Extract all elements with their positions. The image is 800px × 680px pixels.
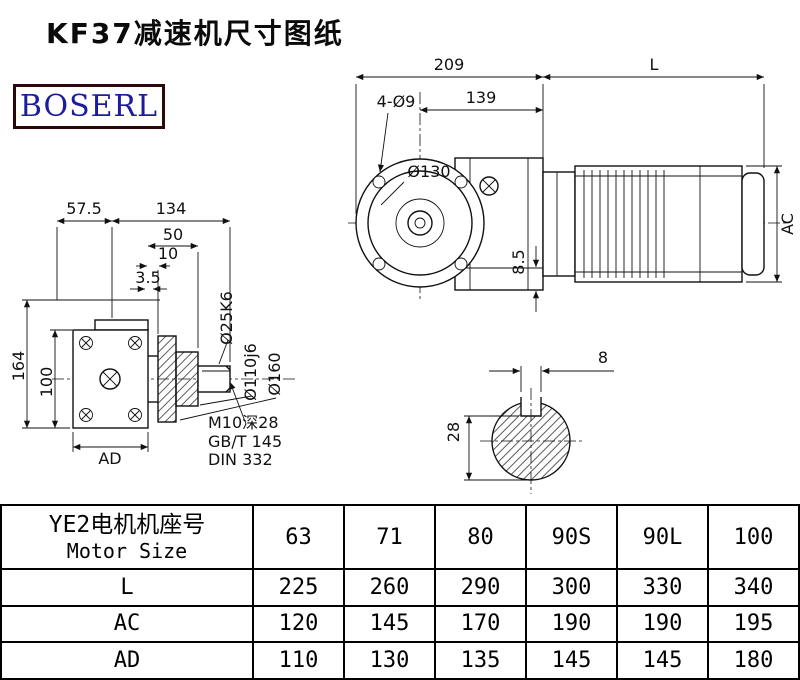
motor-size-column: 63	[252, 504, 345, 570]
bolt-hole	[454, 257, 468, 271]
dim-AC-label: AC	[778, 213, 797, 235]
row-label: AC	[0, 604, 254, 644]
dim-cell: 120	[252, 604, 345, 644]
dim-cell: 110	[252, 641, 345, 680]
side-view: 57.5 134 50 10 3.5 164 100	[9, 199, 298, 469]
dim-cell: 190	[616, 604, 709, 644]
key-section-dimensions: 8 28	[444, 348, 614, 481]
dim-cell: 340	[707, 568, 800, 607]
dim-cell: 330	[616, 568, 709, 607]
dim-cell: 135	[434, 641, 527, 680]
dim-8p5-label: 8.5	[509, 249, 528, 274]
bolt-hole	[372, 175, 386, 189]
motor-body	[542, 165, 765, 283]
brand-text: BOSERL	[19, 89, 159, 124]
row-label: AD	[0, 641, 254, 680]
flange-boss	[175, 351, 199, 407]
shaft-key-section: 8 28	[444, 348, 614, 494]
dim-139-label: 139	[466, 88, 497, 107]
dim-cell: 180	[707, 641, 800, 680]
dim-AD-label: AD	[98, 449, 121, 468]
dim-cell: 190	[525, 604, 618, 644]
dim-cell: 290	[434, 568, 527, 607]
corner-bolt	[79, 408, 93, 422]
corner-bolt	[79, 336, 93, 350]
table-row-L: L 225 260 290 300 330 340	[0, 568, 800, 607]
dim-cell: 145	[616, 641, 709, 680]
housing-top-step	[94, 319, 149, 331]
corner-bolt	[128, 408, 142, 422]
dia-110-label: Ø110j6	[241, 343, 260, 401]
tap-note-label: M10深28	[208, 413, 279, 432]
output-flange-disc	[157, 335, 177, 423]
dim-cell: 145	[525, 641, 618, 680]
front-view: 209 L 139 4-Ø9 Ø130 AC 8.5	[348, 55, 797, 312]
key-width-label: 8	[598, 348, 608, 367]
dia-25-label: Ø25K6	[217, 291, 236, 345]
table-header-row: YE2电机机座号 Motor Size 63 71 80 90S 90L 100	[0, 504, 800, 570]
motor-dimension-table: YE2电机机座号 Motor Size 63 71 80 90S 90L 100…	[0, 504, 800, 680]
dim-134-label: 134	[156, 199, 187, 218]
corner-bolt	[128, 336, 142, 350]
side-view-dimensions: 57.5 134 50 10 3.5 164 100	[9, 199, 284, 469]
dim-3p5-label: 3.5	[135, 268, 160, 287]
table-row-AC: AC 120 145 170 190 190 195	[0, 604, 800, 644]
front-view-dimensions: 209 L 139 4-Ø9 Ø130 AC 8.5	[355, 55, 797, 312]
bolt-hole	[372, 257, 386, 271]
dim-cell: 195	[707, 604, 800, 644]
dim-cell: 300	[525, 568, 618, 607]
gb-standard-label: GB/T 145	[208, 432, 282, 451]
gearbox-flange	[355, 158, 499, 288]
dim-cell: 170	[434, 604, 527, 644]
page-title: KF37减速机尺寸图纸	[46, 17, 344, 50]
motor-end-cap	[741, 172, 765, 276]
bolt-holes-label: 4-Ø9	[377, 92, 416, 111]
dim-100-label: 100	[37, 367, 56, 398]
table-row-AD: AD 110 130 135 145 145 180	[0, 641, 800, 680]
dim-cell: 130	[343, 641, 436, 680]
dim-cell: 225	[252, 568, 345, 607]
row-label: L	[0, 568, 254, 607]
dia-160-label: Ø160	[265, 352, 284, 395]
dim-164-label: 164	[9, 351, 28, 382]
motor-frame-label-en: Motor Size	[66, 538, 188, 563]
din-standard-label: DIN 332	[208, 450, 273, 469]
motor-size-column: 80	[434, 504, 527, 570]
dia-130-label: Ø130	[407, 162, 450, 181]
dim-50-label: 50	[163, 225, 183, 244]
motor-size-column: 90L	[616, 504, 709, 570]
dim-L-label: L	[650, 55, 659, 74]
motor-size-column: 100	[707, 504, 800, 570]
motor-flange-adapter	[542, 171, 576, 277]
motor-size-column: 90S	[525, 504, 618, 570]
output-shaft	[197, 365, 231, 393]
dim-57p5-label: 57.5	[66, 199, 102, 218]
boserl-logo: BOSERL	[13, 84, 165, 129]
motor-size-column: 71	[343, 504, 436, 570]
motor-frame-label-cn: YE2电机机座号	[48, 512, 206, 539]
dim-cell: 260	[343, 568, 436, 607]
technical-drawing: 209 L 139 4-Ø9 Ø130 AC 8.5	[9, 55, 797, 494]
dim-cell: 145	[343, 604, 436, 644]
bolt-hole	[454, 175, 468, 189]
motor-size-header-cell: YE2电机机座号 Motor Size	[0, 504, 254, 570]
dim-10-label: 10	[158, 244, 178, 263]
dim-209-label: 209	[434, 55, 465, 74]
key-depth-label: 28	[444, 422, 463, 442]
